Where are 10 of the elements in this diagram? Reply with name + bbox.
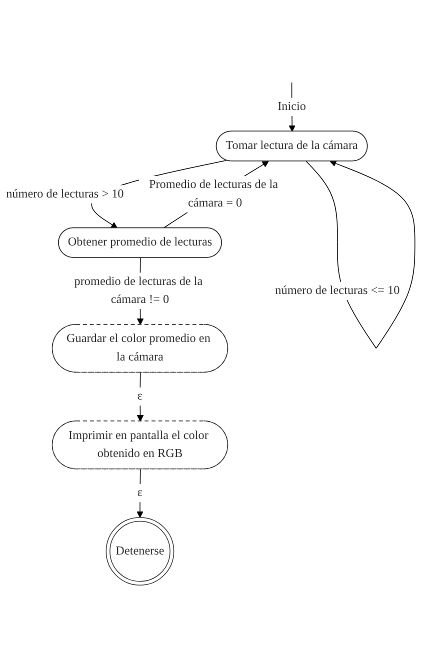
edge-label: número de lecturas <= 10 [275,284,400,297]
edge-label: promedio de lecturas de la cámara != 0 [74,274,203,306]
edge-label: Inicio [278,100,306,113]
edge-label: número de lecturas > 10 [6,187,124,200]
edge-label: Promedio de lecturas de la cámara = 0 [148,178,278,210]
arrow [136,372,144,422]
node-circle: Detenerse [106,517,174,586]
edge-label: ε [137,486,143,500]
arrow [136,468,144,518]
edge-label: ε [137,390,143,403]
